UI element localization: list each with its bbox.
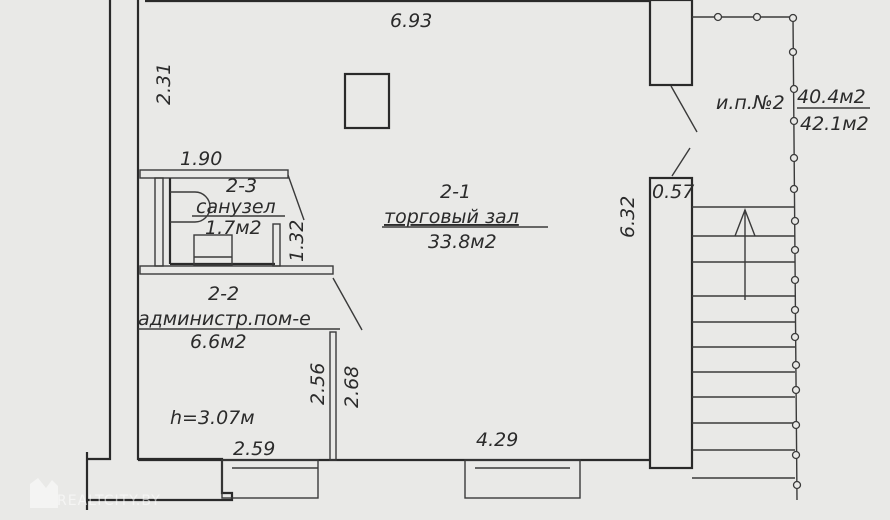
premises-area-total: 42.1м2 <box>800 113 869 135</box>
premises-area-net: 40.4м2 <box>797 86 866 108</box>
premises-boundary <box>692 12 802 501</box>
watermark-logo-icon <box>30 478 58 508</box>
room-2-3-number: 2-3 <box>226 175 257 197</box>
dim-main-height: 6.32 <box>617 196 639 238</box>
arrow-up-icon <box>734 208 756 237</box>
window <box>464 459 581 499</box>
window <box>221 459 319 499</box>
dim-bottom-right: 4.29 <box>476 429 518 451</box>
ceiling-height: h=3.07м <box>170 407 255 429</box>
room-2-1-number: 2-1 <box>440 181 471 203</box>
dim-bathroom-width: 1.90 <box>180 148 222 170</box>
room-2-2-name: администр.пом-е <box>138 308 311 330</box>
dim-bathroom-height: 1.32 <box>286 220 308 262</box>
room-2-1-name: торговый зал <box>384 206 519 228</box>
room-2-3-name: санузел <box>196 196 276 218</box>
dim-partition-a: 2.56 <box>307 363 329 405</box>
watermark: REALTCITY.BY <box>30 478 161 509</box>
dim-bottom-left: 2.59 <box>233 438 275 460</box>
bathtub-icon <box>170 191 211 223</box>
dim-left-height: 2.31 <box>153 63 175 105</box>
staircase <box>692 206 795 479</box>
svg-text:REALTCITY.BY: REALTCITY.BY <box>57 493 161 509</box>
dim-partition-b: 2.68 <box>341 366 363 408</box>
room-2-2-area: 6.6м2 <box>190 331 247 353</box>
dim-top-width: 6.93 <box>390 10 432 32</box>
premises-label: и.п.№2 <box>716 92 785 114</box>
room-2-1-area: 33.8м2 <box>428 231 497 253</box>
toilet-icon <box>193 234 233 266</box>
walls <box>85 0 802 510</box>
room-2-2-number: 2-2 <box>208 283 239 305</box>
dim-door-width: 0.57 <box>652 181 694 203</box>
room-2-3-area: 1.7м2 <box>205 217 262 239</box>
